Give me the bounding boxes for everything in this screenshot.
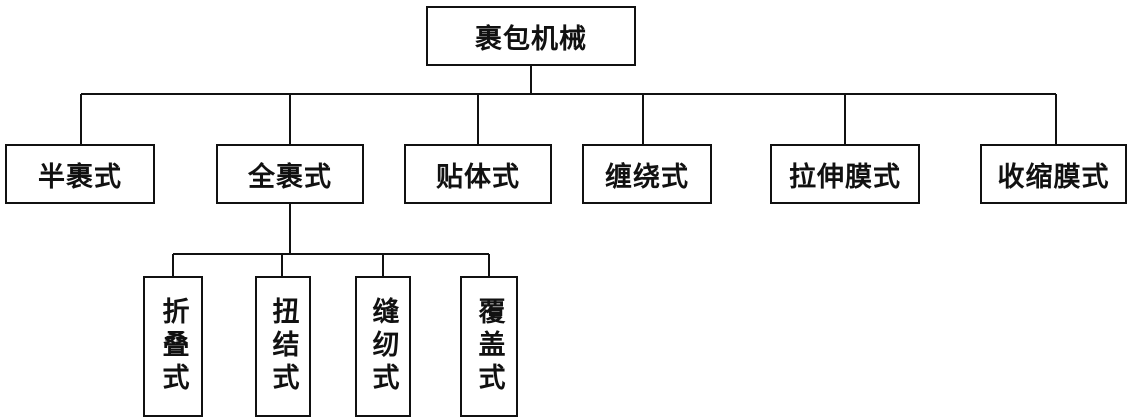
node-label: 贴体式 (436, 161, 520, 193)
node-shrink-film-wrap: 收缩膜式 (980, 144, 1127, 204)
node-label: 覆盖式 (473, 297, 505, 396)
node-label: 缝纫式 (367, 297, 399, 396)
node-label: 半裹式 (38, 161, 122, 193)
node-cover-wrap: 覆盖式 (460, 276, 518, 417)
node-conform-wrap: 贴体式 (404, 144, 552, 204)
node-full-wrap: 全裹式 (216, 144, 364, 204)
node-semi-wrap: 半裹式 (5, 144, 155, 204)
node-label: 扭结式 (267, 297, 299, 396)
node-label: 缠绕式 (605, 161, 689, 193)
node-stretch-film-wrap: 拉伸膜式 (770, 144, 920, 204)
node-stretch-wind-wrap: 缠绕式 (582, 144, 712, 204)
root-node-wrapping-machinery: 裹包机械 (426, 6, 636, 66)
root-node-label: 裹包机械 (475, 23, 587, 55)
node-label: 折叠式 (157, 297, 189, 396)
node-fold-wrap: 折叠式 (143, 276, 203, 417)
node-seam-wrap: 缝纫式 (355, 276, 411, 417)
node-label: 收缩膜式 (997, 161, 1110, 193)
node-twist-wrap: 扭结式 (255, 276, 311, 417)
node-label: 拉伸膜式 (789, 161, 901, 193)
node-label: 全裹式 (248, 161, 332, 193)
